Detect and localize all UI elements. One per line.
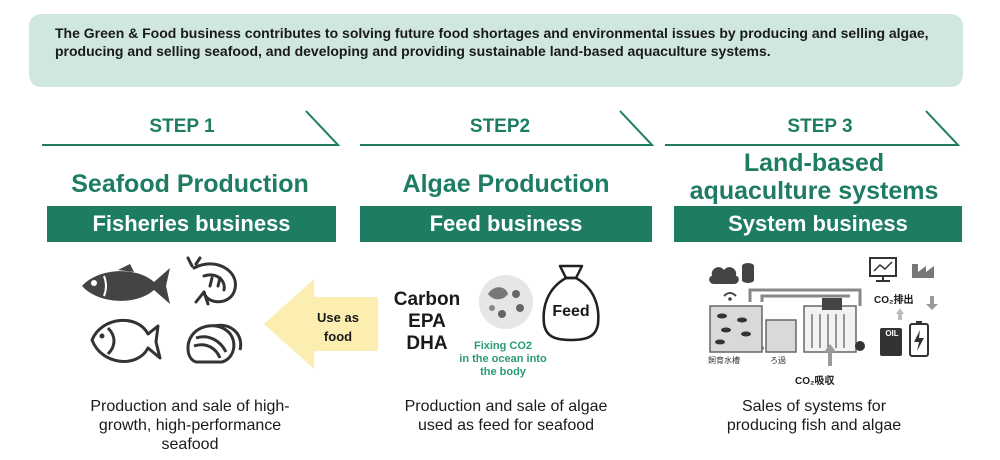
algae-production-heading: Algae Production: [402, 170, 610, 198]
seafood-production-heading: Seafood Production: [71, 170, 309, 198]
co2-emission-label: CO₂排出: [874, 295, 914, 306]
cloud-icon: [709, 267, 739, 284]
use-as-food-line-1: Use as: [317, 310, 359, 325]
pump-icon: [855, 341, 865, 351]
step-3-label: STEP 3: [787, 116, 853, 137]
filter-tank: [765, 319, 797, 353]
step-1-caption-line-1: Production and sale of high-: [90, 398, 290, 415]
step-2-caption: Production and sale of algae used as fee…: [360, 397, 652, 435]
step-3-caption: Sales of systems for producing fish and …: [665, 397, 963, 435]
fixing-co2-line-1: Fixing CO2: [473, 340, 533, 352]
oil-barrel-icon: [880, 328, 902, 356]
shrimp-icon: [186, 256, 237, 306]
fixing-co2-label: Fixing CO2 in the ocean into the body: [448, 340, 558, 379]
step-3-line: [665, 110, 961, 146]
step-3-caption-line-2: producing fish and algae: [726, 417, 902, 434]
step-2-line: [360, 110, 655, 146]
fish-tank-label: 飼育水槽: [708, 356, 740, 365]
nutrient-dha: DHA: [406, 333, 448, 354]
step-1-label: STEP 1: [149, 116, 215, 137]
wifi-icon: [723, 292, 737, 297]
nutrients-list: Carbon EPA DHA: [388, 289, 466, 355]
co2-emission-arrow: [926, 296, 938, 310]
database-icon: [742, 263, 754, 283]
step-2-label: STEP2: [469, 116, 531, 137]
fixing-co2-line-2: in the ocean into: [459, 353, 547, 365]
flatfish-icon: [90, 319, 162, 363]
step-1-line: [42, 110, 341, 146]
fish-tank: [709, 305, 763, 353]
land-based-heading: Land-based aquaculture systems: [665, 149, 963, 205]
nutrient-carbon: Carbon: [393, 289, 461, 310]
use-as-food-label: Use as food: [306, 308, 370, 346]
intro-text: The Green & Food business contributes to…: [55, 25, 929, 59]
use-as-food-line-2: food: [323, 329, 353, 344]
system-business-bar: System business: [674, 206, 962, 242]
fisheries-business-bar: Fisheries business: [47, 206, 336, 242]
oil-label: OIL: [885, 329, 899, 338]
land-based-heading-line-1: Land-based: [743, 149, 885, 177]
battery-icon: [909, 321, 929, 357]
intro-banner: The Green & Food business contributes to…: [29, 14, 963, 87]
feed-bag-icon: [542, 264, 600, 342]
aquaculture-system-illustration: [709, 257, 938, 366]
clam-icon: [186, 323, 243, 364]
co2-absorption-label: CO₂吸収: [795, 376, 835, 387]
step-3-caption-line-1: Sales of systems for: [741, 398, 887, 415]
factory-icon: [912, 264, 934, 278]
step-1-caption-line-3: seafood: [161, 436, 219, 453]
filter-label: ろ過: [770, 356, 786, 365]
step-2-caption-line-2: used as feed for seafood: [417, 417, 595, 434]
feed-business-bar: Feed business: [360, 206, 652, 242]
algae-cell-icon: [479, 275, 533, 329]
co2-absorb-arrow: [824, 344, 836, 366]
step-2-caption-line-1: Production and sale of algae: [404, 398, 608, 415]
land-based-heading-line-2: aquaculture systems: [689, 177, 939, 205]
step-1-caption: Production and sale of high- growth, hig…: [42, 397, 338, 454]
monitor-icon: [869, 257, 897, 282]
step-divider-lines: [42, 110, 961, 146]
feed-bag-label: Feed: [552, 303, 590, 320]
nutrient-epa: EPA: [408, 311, 446, 332]
fish-icon: [82, 264, 170, 304]
use-as-food-arrow: [264, 279, 378, 369]
step-1-caption-line-2: growth, high-performance: [98, 417, 282, 434]
fixing-co2-line-3: the body: [480, 366, 526, 378]
